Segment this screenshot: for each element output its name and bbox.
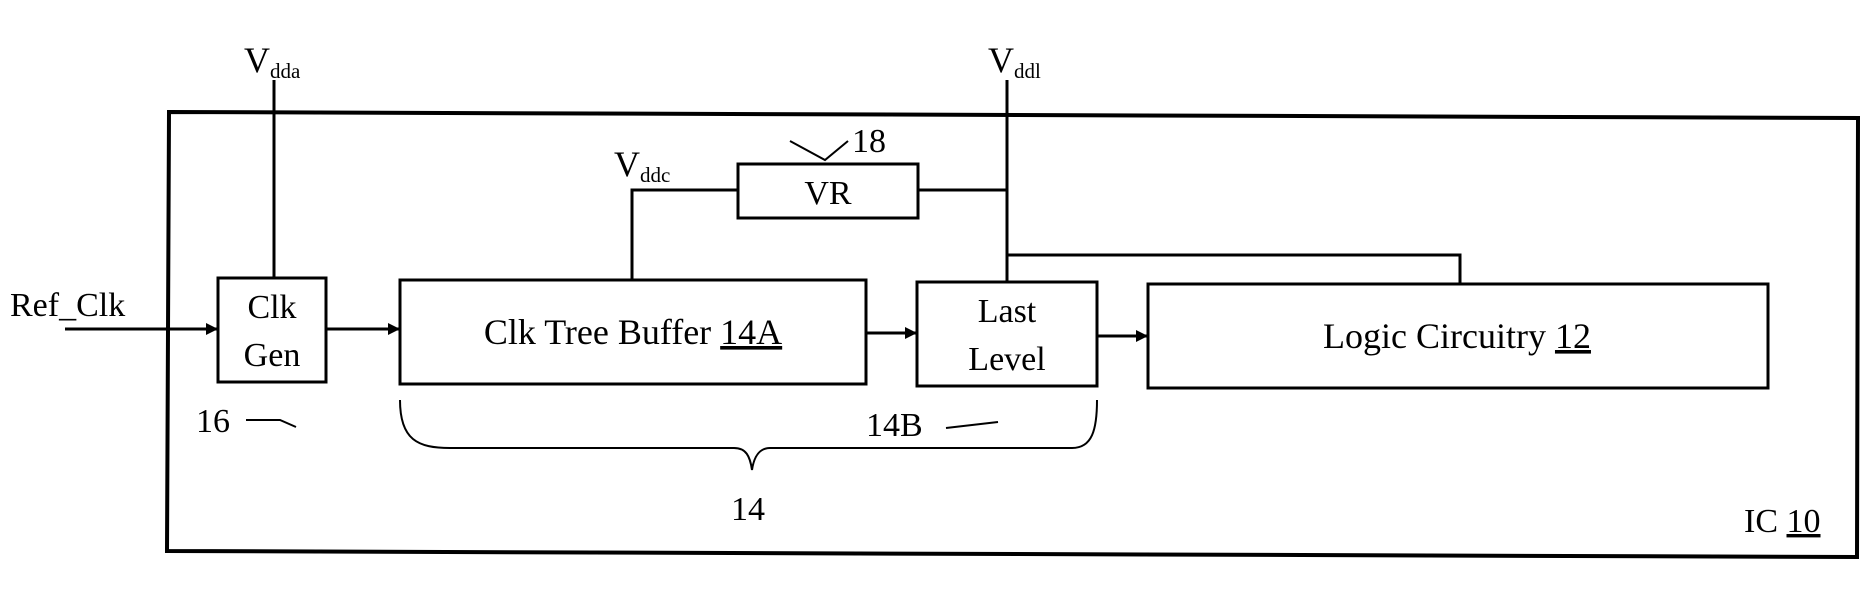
vr-label: VR: [804, 175, 852, 212]
vdda-label: Vdda: [244, 40, 301, 83]
ref-14b-leader: [946, 422, 998, 428]
ref-18-leader: [790, 141, 848, 160]
clk-tree-buffer-label: Clk Tree Buffer 14A: [484, 312, 782, 352]
ref-14b-label: 14B: [866, 407, 923, 444]
brace-14: [400, 400, 1097, 470]
ref-14-label: 14: [731, 491, 765, 528]
clk-gen-line2: Gen: [244, 337, 301, 374]
vddc-wire: [632, 190, 738, 280]
last-level-line2: Level: [968, 341, 1045, 378]
vddl-to-logic-wire: [1007, 255, 1460, 284]
vddl-label: Vddl: [988, 40, 1041, 83]
ic-label: IC 10: [1744, 503, 1821, 540]
ref-18-label: 18: [852, 123, 886, 160]
ref-clk-label: Ref_Clk: [10, 287, 125, 324]
clk-gen-line1: Clk: [247, 289, 296, 326]
logic-circuitry-label: Logic Circuitry 12: [1323, 316, 1591, 356]
ref-16-leader: [246, 420, 296, 427]
vddc-label: Vddc: [614, 144, 670, 187]
ref-16-label: 16: [196, 403, 230, 440]
last-level-line1: Last: [978, 293, 1037, 330]
